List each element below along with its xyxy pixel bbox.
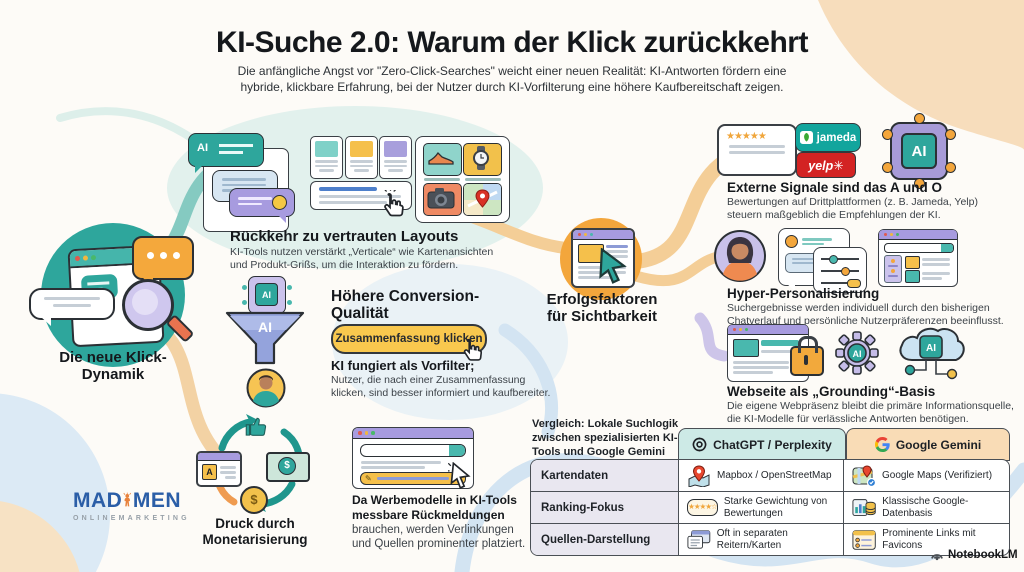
row-label: Kartendaten xyxy=(531,460,679,491)
lock-icon xyxy=(790,336,824,376)
openai-icon xyxy=(692,437,707,452)
cloud-ai-icon: AI xyxy=(899,327,965,380)
chat-bubble-icon xyxy=(229,188,295,223)
signals-body: Bewertungen auf Drittplattformen (z. B. … xyxy=(727,196,978,221)
monetization-text: Da Werbemodelle in KI-Tools messbare Rüc… xyxy=(352,493,532,551)
chatgpt-column-header: ChatGPT / Perplexity xyxy=(678,428,846,461)
notebooklm-icon xyxy=(931,554,943,561)
banknote-icon: $ xyxy=(266,452,310,482)
five-stars: ★★★★★ xyxy=(726,131,767,142)
emoji-icon xyxy=(272,195,287,210)
cursor-arrow-icon xyxy=(599,248,627,284)
comparison-intro: Vergleich: Lokale Suchlogik zwischen spe… xyxy=(532,418,679,458)
map-icon xyxy=(463,183,502,216)
page-subtitle: Die anfängliche Angst vor "Zero-Click-Se… xyxy=(237,64,787,94)
rating-stars-icon: ★★★★☆ xyxy=(687,499,718,516)
madmen-left: MAD xyxy=(73,489,123,512)
cell-text: Klassische Google-Datenbasis xyxy=(882,496,969,519)
speech-bubble-icon xyxy=(29,288,115,326)
cell-text: Starke Gewichtung von Bewertungen xyxy=(723,496,828,519)
magnifier-icon xyxy=(122,279,195,343)
personalization-heading: Hyper-Personalisierung xyxy=(727,286,880,301)
comparison-table: Kartendaten Mapbox / OpenStreetMap Googl… xyxy=(530,459,1010,556)
review-card-icon: ★★★★★ xyxy=(717,124,797,176)
cloud-ai-label: AI xyxy=(926,343,936,354)
thumbs-up-icon xyxy=(245,417,267,436)
table-row: Ranking-Fokus ★★★★☆ Starke Gewichtung vo… xyxy=(531,491,1009,523)
grounding-heading: Webseite als „Grounding“-Basis xyxy=(727,384,936,399)
left-node-label: Die neue Klick-Dynamik xyxy=(59,349,167,384)
speech-bubble-icon xyxy=(132,236,194,287)
signals-heading: Externe Signale sind das A und O xyxy=(727,180,943,195)
jameda-badge: jameda xyxy=(795,123,861,152)
monetization-lead: Da Werbemodelle in KI-Tools messbare Rüc… xyxy=(352,493,517,523)
google-maps-icon xyxy=(852,464,876,487)
google-icon xyxy=(874,437,890,452)
monetization-label: Druck durch Monetarisierung xyxy=(202,516,308,547)
gear-ai-icon: AI xyxy=(835,331,879,375)
jameda-leaf-icon xyxy=(799,131,813,144)
woman-avatar-icon xyxy=(714,230,766,282)
row-label: Quellen-Darstellung xyxy=(531,524,679,555)
watch-icon xyxy=(463,143,502,176)
conversion-body: Nutzer, die nach einer Zusammenfassung k… xyxy=(331,374,551,399)
conversion-heading: Höhere Conversion-Qualität xyxy=(331,288,480,323)
hand-cursor-icon xyxy=(463,338,483,361)
cell-text: Mapbox / OpenStreetMap xyxy=(717,469,832,481)
gemini-column-header: Google Gemini xyxy=(846,428,1010,461)
summary-click-button[interactable]: Zusammenfassung klicken xyxy=(331,324,487,354)
grounding-body: Die eigene Webpräsenz bleibt die primäre… xyxy=(727,400,1014,425)
user-avatar-icon xyxy=(246,368,286,408)
notebooklm-label: NotebookLM xyxy=(948,549,1018,561)
shoe-icon xyxy=(423,143,462,176)
ad-browser-icon: A xyxy=(196,451,242,487)
layouts-body: KI-Tools nutzen verstärkt „Verticale“ wi… xyxy=(230,246,494,271)
madmen-logo: MAD MEN ONLINEMARKETING xyxy=(73,487,190,522)
madmen-right: MEN xyxy=(132,489,181,512)
vertical-card xyxy=(310,136,343,179)
arrow-cursor-icon xyxy=(448,462,471,489)
yelp-badge: yelp✳ xyxy=(796,152,856,178)
cell-text: Oft in separaten Reitern/Karten xyxy=(716,528,788,551)
ad-label: A xyxy=(202,464,217,480)
ai-chip-icon: AI xyxy=(242,276,292,314)
vertical-card xyxy=(379,136,412,179)
database-chart-icon xyxy=(852,498,876,516)
sliders-icon xyxy=(813,247,867,293)
table-row: Kartendaten Mapbox / OpenStreetMap Googl… xyxy=(531,460,1009,491)
center-node-label: Erfolgsfaktoren für Sichtbarkeit xyxy=(546,291,658,326)
ai-label: AI xyxy=(197,142,208,154)
row-label: Ranking-Fokus xyxy=(531,492,679,523)
camera-icon xyxy=(423,183,462,216)
hand-cursor-icon xyxy=(384,190,404,217)
conversion-lead: KI fungiert als Vorfilter; xyxy=(331,358,475,373)
madmen-subtitle: ONLINEMARKETING xyxy=(73,515,190,522)
page-title: KI-Suche 2.0: Warum der Klick zurückkehr… xyxy=(216,26,808,59)
map-pin-icon xyxy=(688,464,710,487)
madmen-figure-icon xyxy=(123,492,132,507)
funnel-ai-label: AI xyxy=(258,319,272,335)
layouts-heading: Rückkehr zu vertrauten Layouts xyxy=(230,228,459,245)
table-row: Quellen-Darstellung Oft in separaten Rei… xyxy=(531,523,1009,555)
cell-text: Google Maps (Verifiziert) xyxy=(882,469,993,481)
cell-text: Prominente Links mit Favicons xyxy=(882,528,976,551)
gear-ai-label: AI xyxy=(853,349,862,359)
vertical-card xyxy=(345,136,378,179)
funnel-icon: AI xyxy=(225,311,305,365)
monetization-body: brauchen, werden Verlinkungen und Quelle… xyxy=(352,524,526,551)
personalization-body: Suchergebnisse werden individuell durch … xyxy=(727,302,1004,327)
ai-chat-bubble: AI xyxy=(188,133,264,173)
summary-click-label: Zusammenfassung klicken xyxy=(335,333,483,345)
favicon-links-icon xyxy=(852,529,876,550)
personalized-browser-icon xyxy=(878,229,958,287)
notebooklm-credit: NotebookLM xyxy=(930,549,1018,561)
product-grid xyxy=(415,136,510,223)
coin-icon: $ xyxy=(240,486,268,514)
ai-chip-icon: AI xyxy=(882,113,956,189)
highlighted-link: ✎ xyxy=(360,472,466,485)
tabs-icon xyxy=(687,529,711,549)
